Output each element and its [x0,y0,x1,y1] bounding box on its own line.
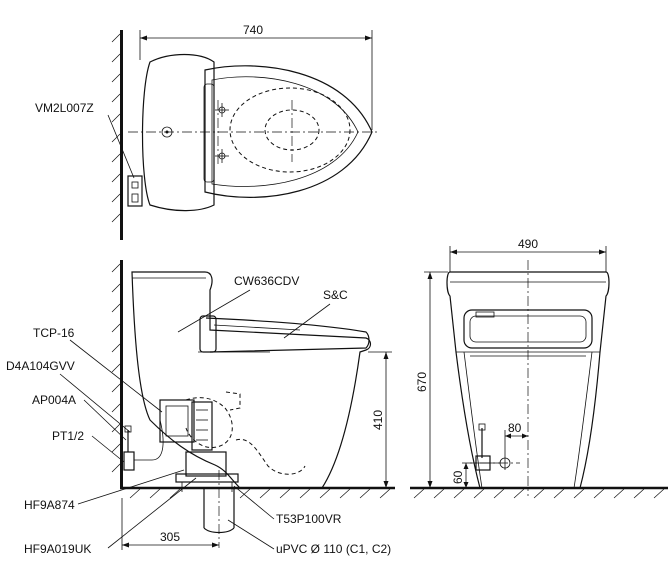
dim-305-text: 305 [160,530,180,544]
label-sc: S&C [323,288,348,302]
dim-410-text: 410 [371,410,385,430]
label-ap004a: AP004A [32,393,76,407]
label-d4a104gvv: D4A104GVV [6,359,75,373]
side-trapway-dashed [185,397,233,448]
dim-60-text: 60 [451,470,465,484]
fixing-mark-icon [215,103,229,163]
side-view-wall [120,260,123,488]
dim-80-text: 80 [508,421,522,435]
label-tcp-16: TCP-16 [33,326,75,340]
flush-button-icon [161,126,173,138]
side-floor-hatch [129,488,391,499]
side-flush-valve-icon [159,399,213,451]
label-hf9a019uk: HF9A019UK [24,542,91,556]
top-view-wall [120,30,123,240]
dim-740-text: 740 [243,23,263,37]
top-tank-outline [141,53,215,212]
dim-60: 60 [451,463,469,488]
side-supply-valve-icon [123,419,164,471]
top-valve-icon [127,175,143,207]
dim-740: 740 [139,23,373,130]
label-t53p100vr: T53P100VR [276,512,342,526]
label-pt12: PT1/2 [52,429,84,443]
front-floor-hatch [413,488,665,499]
top-hinge-band [203,83,215,183]
front-toilet-body [446,271,610,489]
top-view: 740 [35,23,378,240]
dim-670-text: 670 [415,372,429,392]
label-vm2l007z: VM2L007Z [35,101,94,115]
dim-490: 490 [449,237,607,272]
side-drain-pipe [203,470,235,548]
dim-490-text: 490 [518,237,538,251]
top-seat-inner [211,76,359,187]
dim-80: 80 [504,421,528,470]
side-view: CW636CDV S&C TCP-16 D4A104GVV AP004A PT1… [6,260,395,556]
front-view: 490 670 [410,237,668,499]
top-bowl-outline [204,65,373,198]
label-cw636cdv: CW636CDV [234,274,299,288]
dim-410: 410 [368,351,392,488]
label-hf9a874: HF9A874 [24,498,75,512]
side-seat-hinge [199,315,217,353]
side-view-wall-hatch [111,263,121,473]
side-outlet-flange-icon [175,451,239,492]
dim-670: 670 [415,271,448,488]
top-view-wall-hatch [111,33,121,223]
dim-305: 305 [121,498,219,550]
label-upvc: uPVC Ø 110 (C1, C2) [276,542,391,556]
side-seat-lid [205,317,370,353]
top-bowl-rim-dashed [229,87,351,173]
side-toilet-body [131,271,372,489]
